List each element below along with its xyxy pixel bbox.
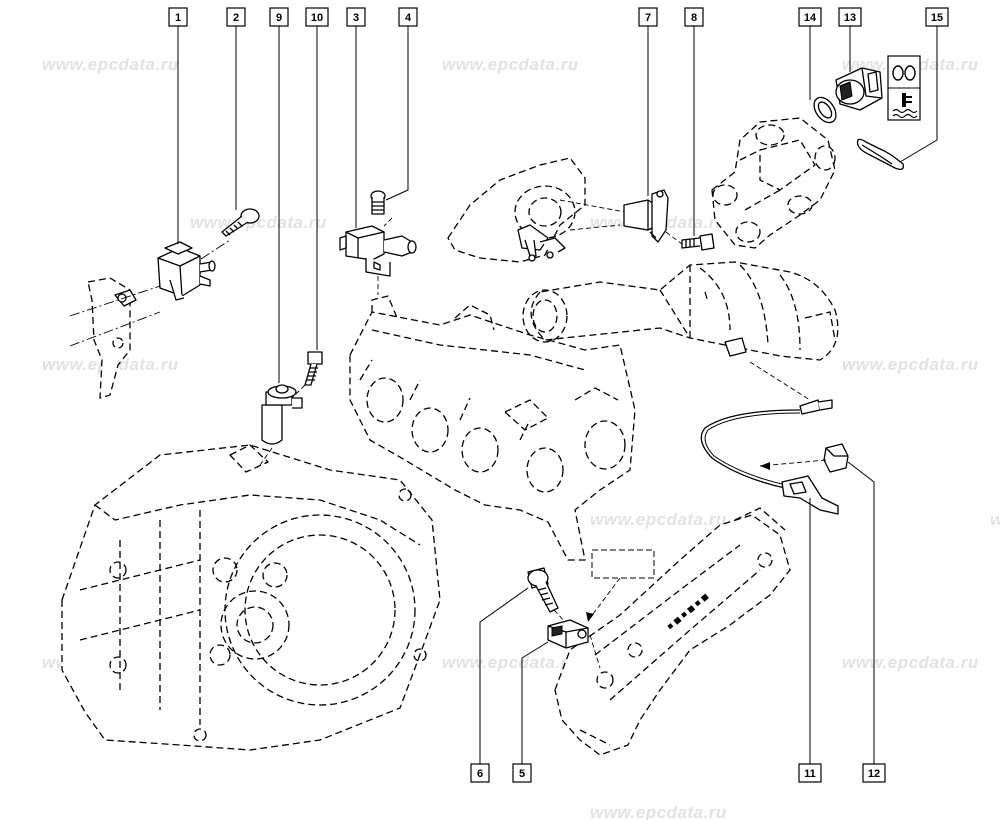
callout-10[interactable]: 10 [305,7,329,350]
svg-text:10: 10 [311,12,323,24]
callout-7[interactable]: 7 [638,7,658,196]
part-1-solenoid-valve[interactable] [157,241,216,301]
callout-15[interactable]: 15 [899,7,949,163]
svg-text:3: 3 [353,12,359,24]
callout-12[interactable]: 12 [847,461,886,783]
svg-text:1: 1 [175,12,181,24]
gearbox-housing [61,444,441,751]
svg-text:13: 13 [844,12,856,24]
part-8-bolt[interactable] [665,231,715,251]
svg-text:15: 15 [931,12,943,24]
coolant-temperature-icon [892,93,918,119]
svg-text:12: 12 [868,768,880,780]
svg-text:6: 6 [477,768,483,780]
svg-text:7: 7 [645,12,651,24]
svg-text:8: 8 [691,12,697,24]
watermark: www.epcdata.ru [842,653,979,672]
part-11-exhaust-sensor[interactable] [700,361,839,515]
svg-text:5: 5 [519,768,525,780]
svg-text:11: 11 [804,768,816,780]
callout-14[interactable]: 14 [798,7,822,100]
watermark: www.epcdata.ru [42,55,179,74]
part-4-screw[interactable] [370,190,386,215]
part-3-valve[interactable] [339,225,417,295]
svg-text:9: 9 [276,12,282,24]
watermark: www.epcdata.ru [590,510,727,529]
callout-1[interactable]: 1 [168,7,188,244]
symbol-box [887,55,921,121]
o-ring-icon [892,65,916,81]
svg-text:2: 2 [233,12,239,24]
exhaust-pipe: ■ ◼ ■ ◼ ■ ◼ [554,507,791,756]
watermark: www.epcdata.ru [442,55,579,74]
manifold [349,295,636,561]
leader-dashed [383,217,393,227]
part-10-bolt[interactable] [291,351,323,399]
watermark: www.epcdata.ru [842,355,979,374]
callout-11[interactable]: 11 [798,498,822,783]
callout-3[interactable]: 3 [346,7,366,228]
callout-2[interactable]: 2 [226,7,246,210]
callout-4[interactable]: 4 [385,7,418,201]
leader-dashed [589,634,601,669]
part-15-clip[interactable] [856,138,904,170]
part-2-bolt[interactable] [221,208,260,237]
part-12-clip[interactable] [759,443,849,473]
cylinder-head-section [447,157,626,263]
callout-13[interactable]: 13 [838,7,862,72]
reference-box [586,549,655,622]
svg-text:4: 4 [405,12,412,24]
svg-text:14: 14 [804,12,817,24]
catalytic-converter [522,261,839,361]
watermark: www.epcdata.ru [190,213,327,232]
callout-6[interactable]: 6 [470,587,529,783]
callout-8[interactable]: 8 [684,7,704,236]
part-6-bolt[interactable] [527,567,569,626]
watermark: www.epcdata.ru [590,803,727,820]
watermark: www.epcdata.ru [442,653,579,672]
thermostat-housing [711,117,836,249]
part-9-sensor[interactable] [257,384,303,469]
part-14-o-ring[interactable] [810,93,841,126]
part-13-temp-sensor[interactable] [835,67,883,111]
watermark: www.epcdata.ru [990,510,1000,529]
part-7-sensor[interactable] [623,189,669,243]
part-5-sensor[interactable] [547,619,589,649]
callout-5[interactable]: 5 [512,641,549,783]
callout-9[interactable]: 9 [269,7,289,383]
